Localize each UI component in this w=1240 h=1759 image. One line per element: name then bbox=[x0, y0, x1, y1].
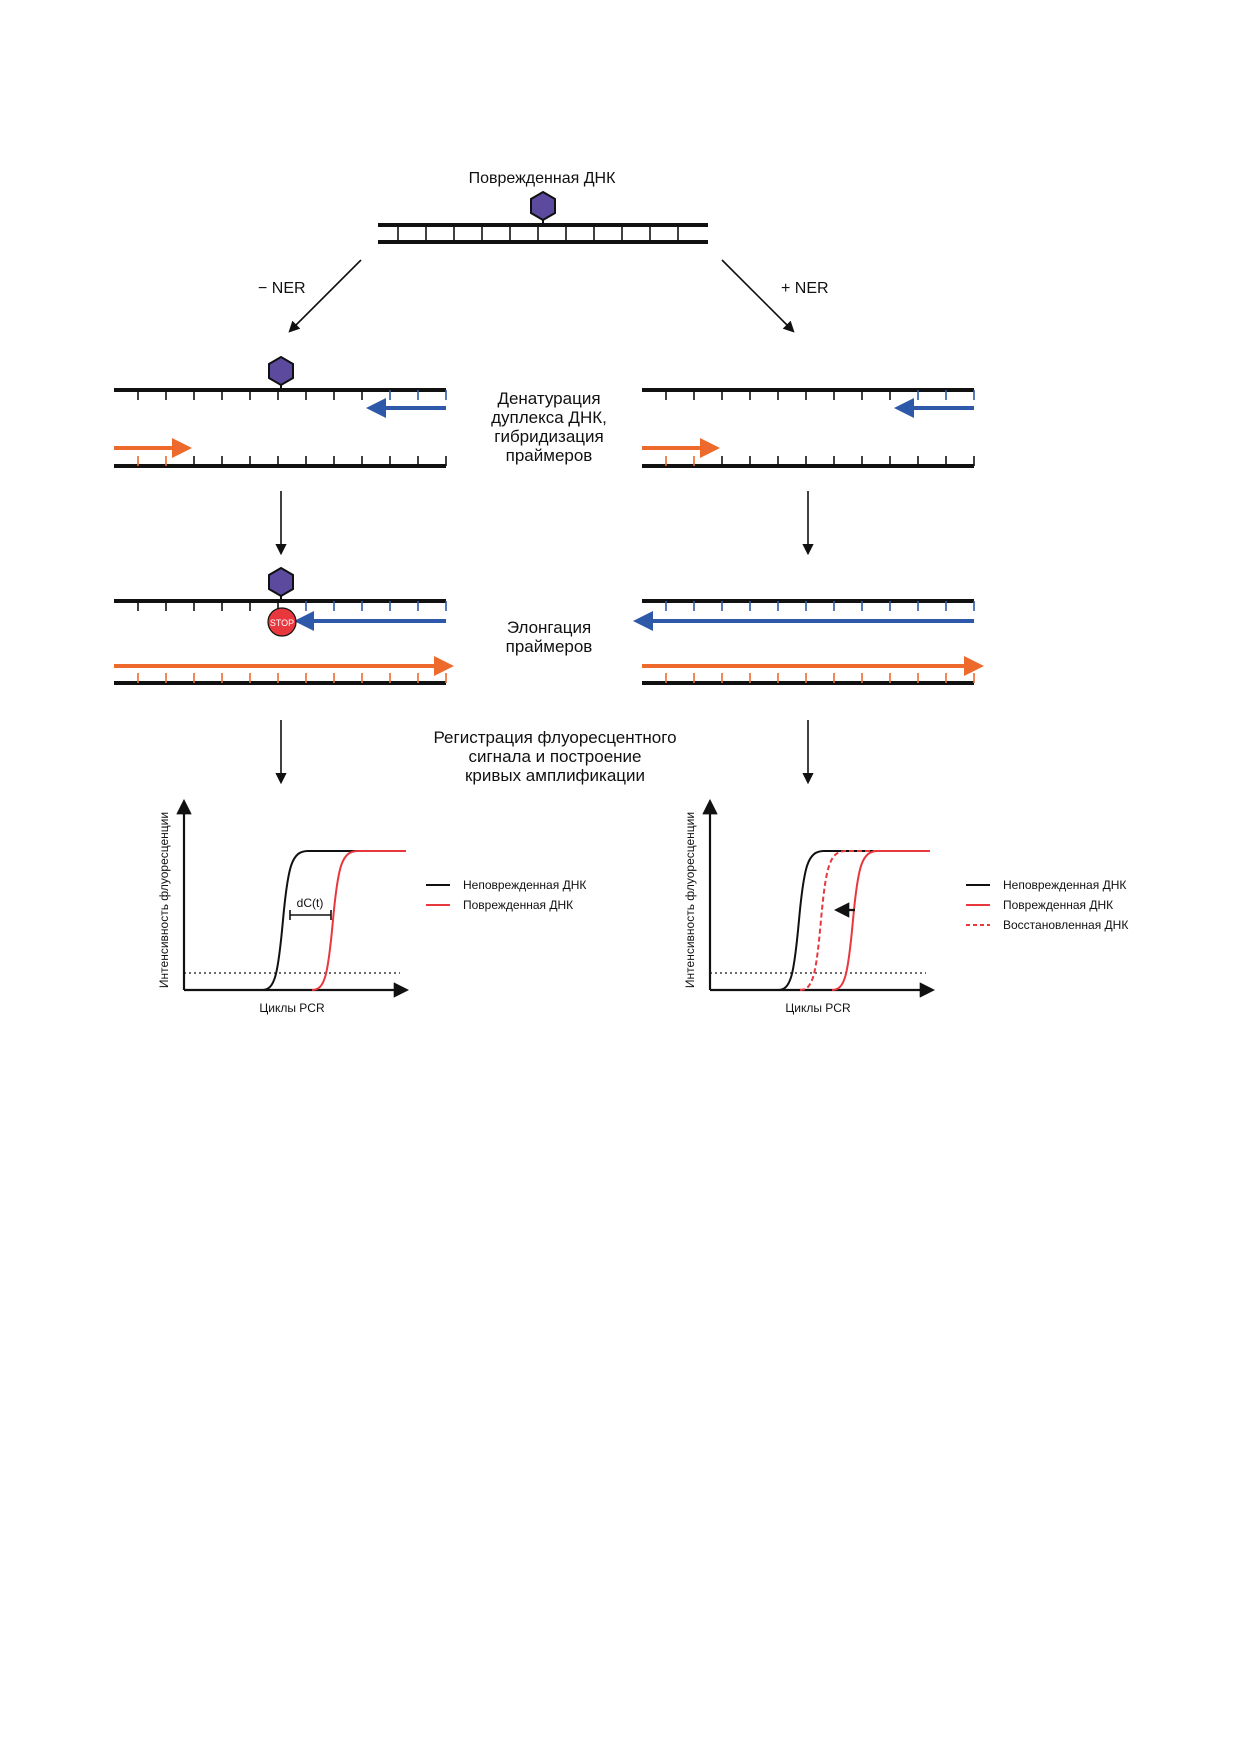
right-chart-x-label: Циклы PCR bbox=[785, 1001, 851, 1015]
left-delta-label: dC(t) bbox=[297, 896, 324, 910]
stop-label: STOP bbox=[270, 618, 294, 628]
right-den-ticks bbox=[665, 390, 975, 466]
left-chart-y-label: Интенсивность флуоресценции bbox=[157, 812, 171, 988]
left-lesion-hexagon bbox=[268, 355, 294, 387]
caption-registration: Регистрация флуоресцентного сигнала и по… bbox=[433, 728, 676, 785]
caption-denaturation-line-3: гибридизация bbox=[494, 427, 604, 446]
right-curve-restored bbox=[799, 850, 900, 991]
left-chart-legend: Неповрежденная ДНК Поврежденная ДНК bbox=[426, 878, 586, 912]
right-curve-damaged bbox=[831, 850, 930, 991]
arrow-minus-ner bbox=[288, 259, 362, 333]
caption-registration-line-1: Регистрация флуоресцентного bbox=[433, 728, 676, 747]
label-minus-ner: − NER bbox=[258, 280, 306, 297]
caption-elongation: Элонгация праймеров bbox=[506, 618, 593, 656]
left-legend-undamaged: Неповрежденная ДНК bbox=[463, 878, 586, 892]
left-denaturation bbox=[114, 355, 447, 468]
caption-denaturation-line-2: дуплекса ДНК, bbox=[491, 408, 607, 427]
left-elo-ticks bbox=[137, 601, 447, 683]
stop-sign bbox=[267, 607, 297, 637]
top-dna-duplex bbox=[378, 190, 708, 244]
label-plus-ner: + NER bbox=[781, 280, 829, 297]
caption-denaturation-line-4: праймеров bbox=[506, 446, 593, 465]
caption-registration-line-3: кривых амплификации bbox=[465, 766, 645, 785]
caption-elongation-line-2: праймеров bbox=[506, 637, 593, 656]
right-chart-legend: Неповрежденная ДНК Поврежденная ДНК Восс… bbox=[966, 878, 1128, 932]
right-elongation bbox=[633, 599, 984, 685]
left-curve-undamaged bbox=[261, 850, 374, 991]
right-legend-undamaged: Неповрежденная ДНК bbox=[1003, 878, 1126, 892]
left-den-ticks bbox=[137, 390, 447, 466]
left-legend-damaged: Поврежденная ДНК bbox=[463, 898, 573, 912]
right-denaturation bbox=[642, 388, 975, 468]
left-elo-lesion-hexagon bbox=[268, 566, 294, 598]
caption-registration-line-2: сигнала и построение bbox=[468, 747, 641, 766]
left-curve-damaged bbox=[311, 850, 406, 991]
right-legend-restored: Восстановленная ДНК bbox=[1003, 918, 1128, 932]
right-elo-ticks bbox=[665, 601, 975, 683]
left-chart-x-label: Циклы PCR bbox=[259, 1001, 325, 1015]
top-lesion-hexagon bbox=[530, 190, 556, 222]
right-curve-undamaged bbox=[777, 850, 886, 991]
caption-denaturation: Денатурация дуплекса ДНК, гибридизация п… bbox=[491, 389, 607, 465]
arrow-plus-ner bbox=[721, 259, 795, 333]
top-duplex-rungs bbox=[397, 225, 679, 242]
right-amplification-chart: Интенсивность флуоресценции Циклы PCR Не… bbox=[683, 798, 1128, 1015]
caption-elongation-line-1: Элонгация bbox=[507, 618, 591, 637]
right-legend-damaged: Поврежденная ДНК bbox=[1003, 898, 1113, 912]
title-damaged-dna: Поврежденная ДНК bbox=[469, 170, 617, 187]
caption-denaturation-line-1: Денатурация bbox=[497, 389, 600, 408]
left-elongation: STOP bbox=[114, 566, 454, 685]
right-chart-y-label: Интенсивность флуоресценции bbox=[683, 812, 697, 988]
left-amplification-chart: dC(t) Интенсивность флуоресценции Циклы … bbox=[157, 798, 586, 1015]
